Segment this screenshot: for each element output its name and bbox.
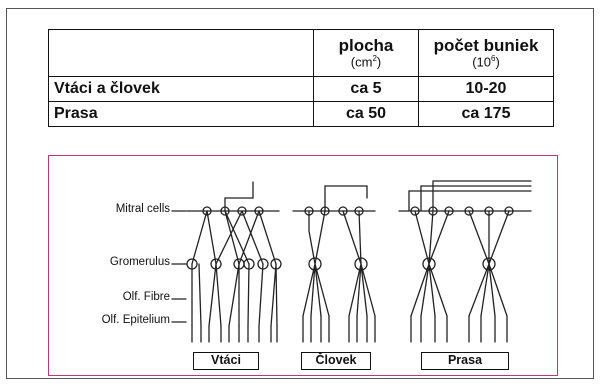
row-label: Prasa <box>48 101 314 127</box>
header-area-unit-sup: 2 <box>372 53 377 63</box>
header-area: plocha (cm2) <box>313 29 419 77</box>
label-glomerulus: Gromerulus <box>109 256 170 268</box>
header-cells-unit-sup: 6 <box>491 53 496 63</box>
caption-human: Človek <box>301 352 371 370</box>
row-area: ca 5 <box>313 76 419 102</box>
table-row: Prasa ca 50 ca 175 <box>48 101 554 127</box>
header-cells-unit-close: ) <box>495 54 500 70</box>
header-cells: počet buniek (106) <box>418 29 554 77</box>
label-olf-fibre: Olf. Fibre <box>122 291 170 303</box>
table-row: Vtáci a človek ca 5 10-20 <box>48 76 554 102</box>
label-olf-epitelium: Olf. Epitelium <box>101 314 170 326</box>
caption-birds: Vtáci <box>193 352 259 370</box>
header-area-unit-close: ) <box>376 54 382 70</box>
olfactory-diagram: Mitral cells Gromerulus Olf. Fibre Olf. … <box>48 155 558 376</box>
header-empty-cell <box>48 29 314 77</box>
row-label: Vtáci a človek <box>48 76 314 102</box>
row-cells: ca 175 <box>418 101 554 127</box>
row-cells: 10-20 <box>418 76 554 102</box>
label-mitral-cells: Mitral cells <box>115 203 170 215</box>
caption-pig: Prasa <box>421 352 509 370</box>
comparison-table: plocha (cm2) počet buniek (106) Vtáci a … <box>48 29 554 127</box>
table-header-row: plocha (cm2) počet buniek (106) <box>48 29 554 77</box>
header-cells-title: počet buniek <box>433 36 539 56</box>
header-area-unit-base: (cm <box>350 54 373 70</box>
header-area-title: plocha <box>338 36 394 56</box>
header-area-unit: (cm2) <box>314 53 418 70</box>
neuron-drawing <box>171 180 532 343</box>
page-frame: plocha (cm2) počet buniek (106) Vtáci a … <box>6 8 594 379</box>
header-cells-unit-base: (10 <box>472 54 491 70</box>
header-cells-unit: (106) <box>419 53 553 70</box>
row-area: ca 50 <box>313 101 419 127</box>
